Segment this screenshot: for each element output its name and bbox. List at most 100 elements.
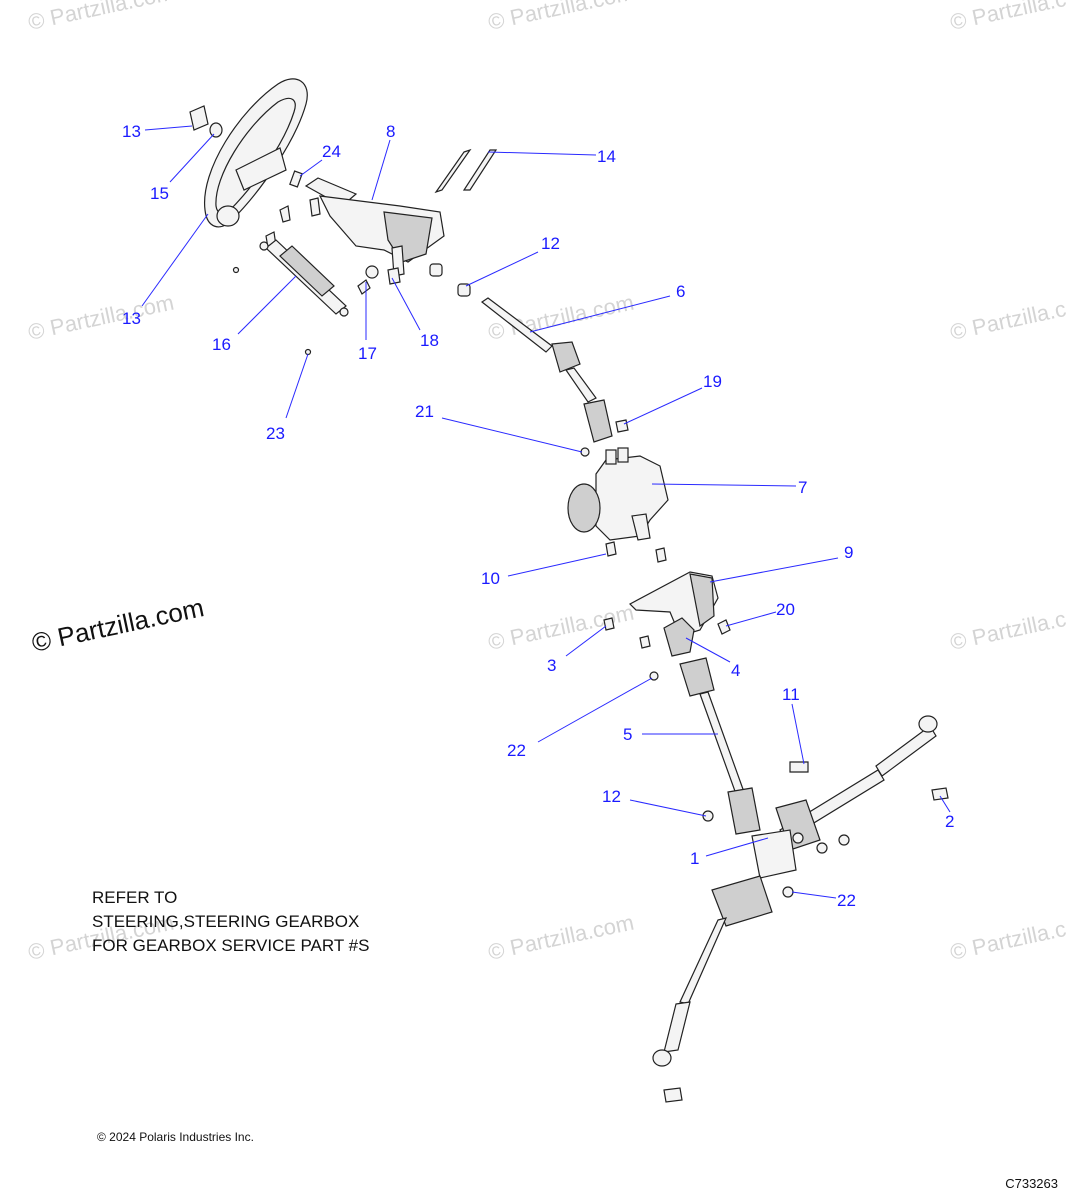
gas-strut-part: [259, 239, 349, 317]
callout-12a: 19: [703, 372, 722, 391]
bushing-part: [457, 283, 471, 297]
callout-4: 4: [731, 661, 740, 680]
watermark: © Partzilla.com: [486, 910, 636, 965]
bolt-part: [387, 267, 401, 285]
bolt-part: [639, 635, 651, 649]
callout-23: 23: [266, 424, 285, 443]
leader-line: [144, 125, 193, 131]
leader-line: [141, 213, 209, 307]
callout-21: 17: [358, 344, 377, 363]
callout-10: 10: [481, 569, 500, 588]
watermark: © Partzilla.com: [948, 290, 1066, 345]
callout-11: 11: [782, 685, 800, 704]
leader-line: [391, 277, 421, 331]
leader-line: [725, 611, 777, 627]
leader-line: [537, 677, 653, 743]
nut-part: [580, 447, 590, 457]
callout-15: 12: [541, 234, 560, 253]
callout-17: 13: [122, 122, 141, 141]
watermark: © Partzilla.com: [948, 600, 1066, 655]
copyright-text: © 2024 Polaris Industries Inc.: [97, 1130, 254, 1144]
leader-line: [939, 795, 951, 813]
figure-id: C733263: [1005, 1176, 1058, 1191]
power-steering-unit-part: [567, 447, 669, 541]
callout-3: 3: [547, 656, 556, 675]
callout-20: 16: [212, 335, 231, 354]
service-note: REFER TO STEERING,STEERING GEARBOX FOR G…: [92, 886, 369, 958]
leader-line: [629, 799, 707, 817]
watermark-dark: © Partzilla.com: [29, 592, 207, 658]
leader-line: [299, 159, 323, 177]
leader-line: [371, 139, 391, 201]
steering-rack-part: [652, 715, 938, 1067]
mount-bracket-part: [629, 571, 719, 637]
callout-8: 8: [386, 122, 395, 141]
callouts: 13 15 13 24 8 14 12 6 16 17 18 23 21 19 …: [122, 122, 954, 910]
leader-line: [705, 837, 769, 857]
leader-line: [651, 483, 797, 487]
nut-part: [838, 834, 850, 846]
tilt-bracket-part: [304, 177, 445, 277]
callout-6: 6: [676, 282, 685, 301]
nut-part: [209, 122, 223, 138]
callout-19: 15: [150, 184, 169, 203]
nut-part: [931, 787, 949, 801]
callout-9: 9: [844, 543, 853, 562]
leader-line: [441, 417, 583, 453]
leader-line: [487, 151, 597, 156]
bolt-part: [605, 541, 617, 557]
nut-part: [792, 832, 804, 844]
leader-lines: [141, 125, 951, 899]
nut-part: [365, 265, 379, 279]
callout-13a: 21: [415, 402, 434, 421]
callout-22a: 18: [420, 331, 439, 350]
callout-22b: 22: [837, 891, 856, 910]
leader-line: [169, 133, 215, 183]
leader-line: [285, 353, 309, 419]
long-bolt-part: [462, 149, 498, 191]
steering-cap-part: [189, 105, 209, 131]
callout-2: 2: [945, 812, 954, 831]
leader-line: [791, 703, 805, 765]
leader-line: [465, 251, 539, 287]
leader-line: [623, 387, 703, 425]
steering-wheel-part: [204, 78, 308, 228]
watermark: © Partzilla.com: [948, 910, 1066, 965]
watermark: © Partzilla.com: [948, 0, 1066, 35]
bolt-part: [717, 619, 731, 635]
callout-7: 7: [798, 478, 807, 497]
note-line: FOR GEARBOX SERVICE PART #S: [92, 936, 370, 955]
note-line: STEERING,STEERING GEARBOX: [92, 912, 360, 931]
leader-line: [709, 557, 839, 583]
note-line: REFER TO: [92, 888, 178, 907]
callout-16: 13: [122, 309, 141, 328]
callout-12b: 20: [776, 600, 795, 619]
bolt-part: [603, 617, 615, 631]
watermark: © Partzilla.com: [26, 290, 176, 345]
callout-13b: 22: [507, 741, 526, 760]
callout-14: 12: [602, 787, 621, 806]
leader-line: [507, 553, 607, 577]
upper-shaft-part: [480, 297, 613, 443]
callout-24: 24: [322, 142, 341, 161]
parts-group: [189, 78, 949, 1103]
bushing-part: [289, 170, 303, 188]
callout-18: 14: [597, 147, 616, 166]
nut-part: [816, 842, 828, 854]
leader-line: [529, 295, 671, 333]
bolt-part: [357, 279, 371, 295]
pin-part: [232, 266, 240, 274]
callout-1: 1: [690, 849, 699, 868]
watermark: © Partzilla.com: [486, 0, 636, 35]
long-bolt-part: [434, 148, 472, 194]
leader-line: [565, 625, 607, 657]
bolt-part: [615, 419, 629, 433]
pin-part: [304, 348, 312, 356]
bolt-part: [655, 547, 667, 563]
bolt-part: [279, 205, 291, 223]
bolt-part: [789, 761, 809, 773]
lower-shaft-part: [679, 657, 761, 835]
watermark-group: © Partzilla.com © Partzilla.com © Partzi…: [26, 0, 1066, 965]
bushing-part: [429, 263, 443, 277]
nut-part: [663, 1087, 683, 1103]
